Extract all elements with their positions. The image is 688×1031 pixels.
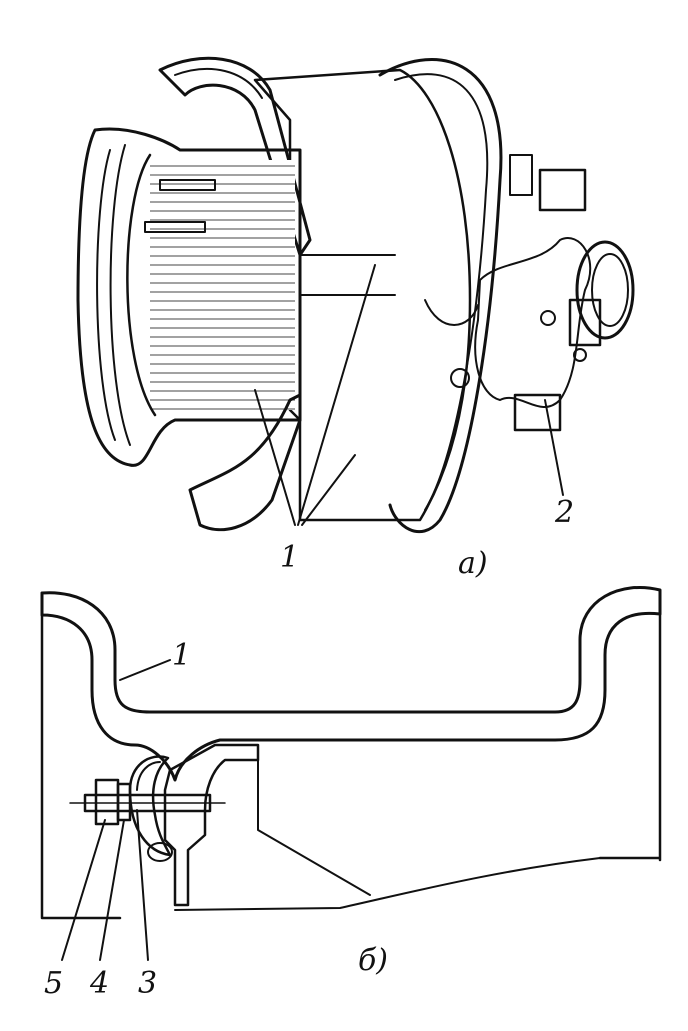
label-b-1: 1 — [172, 638, 191, 673]
wheel-spider — [474, 237, 592, 408]
hub-cap — [575, 240, 635, 340]
split-ring-bottom — [188, 393, 302, 532]
rim-cylinder — [253, 68, 472, 522]
leader-line-2 — [544, 399, 564, 496]
bolt-2 — [540, 310, 556, 326]
label-a-1: 1 — [280, 540, 299, 575]
rim-profile — [40, 585, 662, 782]
clamp-block-top — [538, 168, 587, 212]
figure-b-cross-section: 1 5 4 3 б) — [40, 585, 662, 1001]
outer-flange-ring — [378, 58, 503, 534]
clamp-block-bottom — [513, 393, 562, 432]
washer-4 — [116, 782, 132, 822]
clamp-3 — [128, 755, 172, 857]
bolt-3 — [573, 348, 587, 362]
label-b-4: 4 — [89, 966, 109, 1001]
bolt-1 — [450, 368, 470, 388]
nut-5 — [94, 778, 120, 826]
figure-a-wheel-illustration: 1 2 a) — [76, 56, 635, 581]
caption-a: a) — [458, 546, 488, 581]
split-ring-top — [158, 56, 312, 257]
section-frame — [40, 588, 662, 920]
label-b-3: 3 — [138, 966, 157, 1001]
label-b-5: 5 — [44, 966, 63, 1001]
caption-b: б) — [358, 943, 388, 978]
label-a-2: 2 — [554, 495, 574, 530]
leader-line-1 — [254, 389, 296, 526]
left-rim-part — [76, 127, 302, 467]
